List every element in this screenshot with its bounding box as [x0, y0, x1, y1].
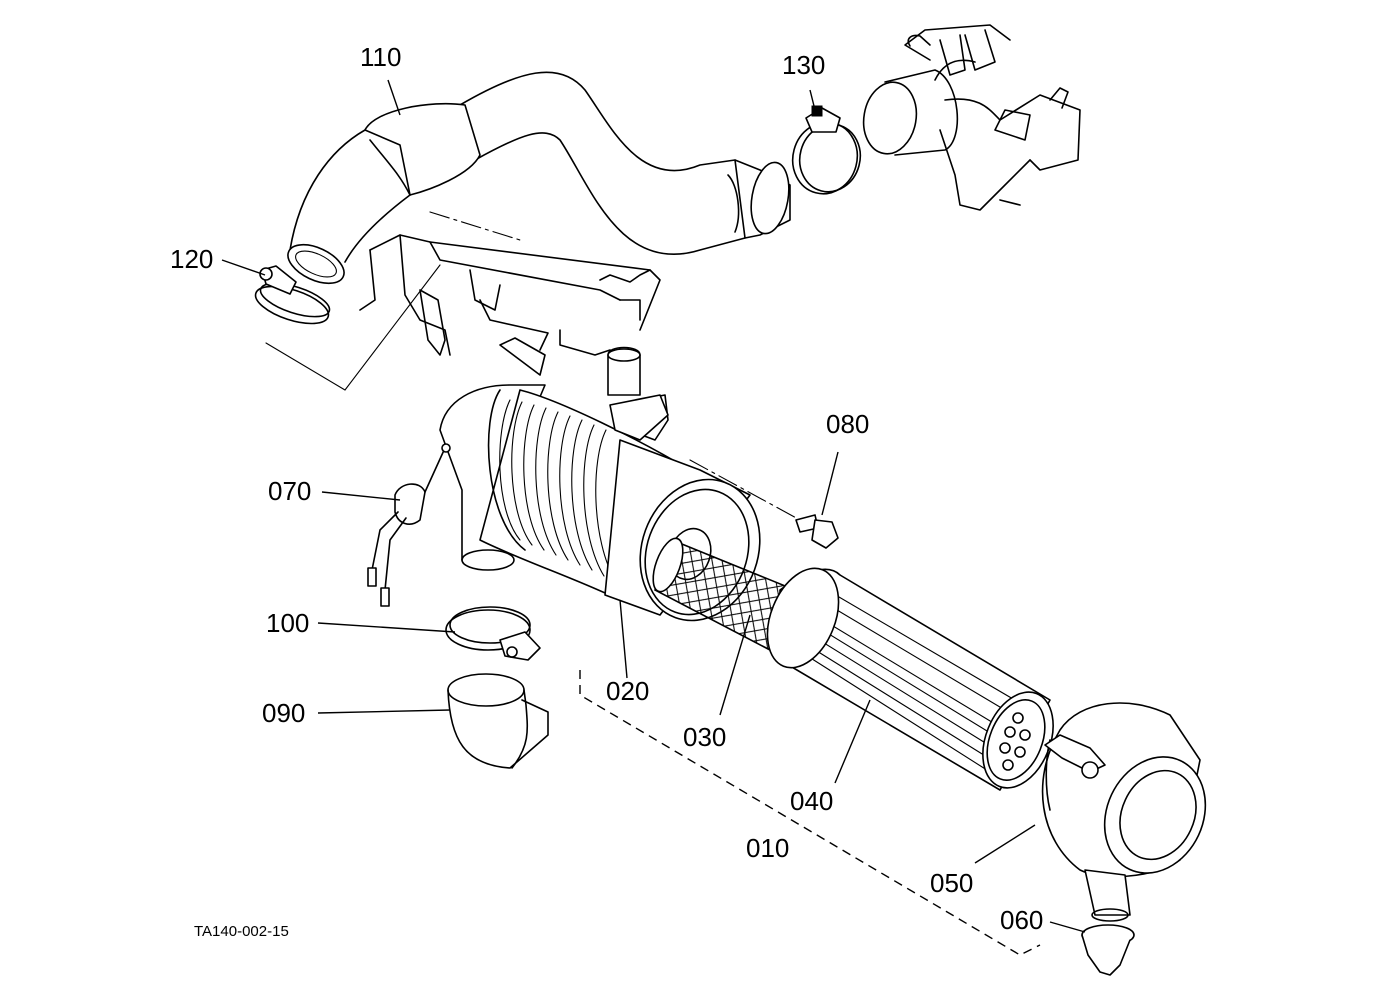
engine-inlet-pipe: [862, 69, 959, 156]
dust-cover-050: [1041, 702, 1207, 922]
label-040: 040: [790, 786, 833, 816]
hose-clamp-100: [445, 606, 541, 661]
diagram-reference-code: TA140-002-15: [194, 923, 289, 940]
engine-block-sketch: [904, 24, 1081, 211]
label-050: 050: [930, 868, 973, 898]
label-120: 120: [170, 244, 213, 274]
intake-hose-110: [287, 71, 791, 285]
outer-element-040: [766, 567, 1054, 791]
rubber-elbow-090: [447, 673, 549, 769]
label-030: 030: [683, 722, 726, 752]
label-130: 130: [782, 50, 825, 80]
label-070: 070: [268, 476, 311, 506]
leader-lines: [221, 79, 1086, 933]
label-080: 080: [826, 409, 869, 439]
evacuator-valve-060: [1081, 924, 1135, 976]
assembly-bracket-010: [579, 670, 1041, 956]
bolt-080: [795, 514, 839, 549]
label-020: 020: [606, 676, 649, 706]
hose-clamp-130: [791, 105, 862, 195]
part-labels: 110 120 130 070 080 100 090 020 030 040 …: [170, 42, 1043, 940]
label-090: 090: [262, 698, 305, 728]
label-100: 100: [266, 608, 309, 638]
alignment-guides: [429, 211, 801, 521]
label-010: 010: [746, 833, 789, 863]
label-060: 060: [1000, 905, 1043, 935]
pressure-sensor-070: [367, 443, 451, 607]
label-110: 110: [360, 42, 401, 72]
hose-clamp-120: [254, 265, 331, 325]
